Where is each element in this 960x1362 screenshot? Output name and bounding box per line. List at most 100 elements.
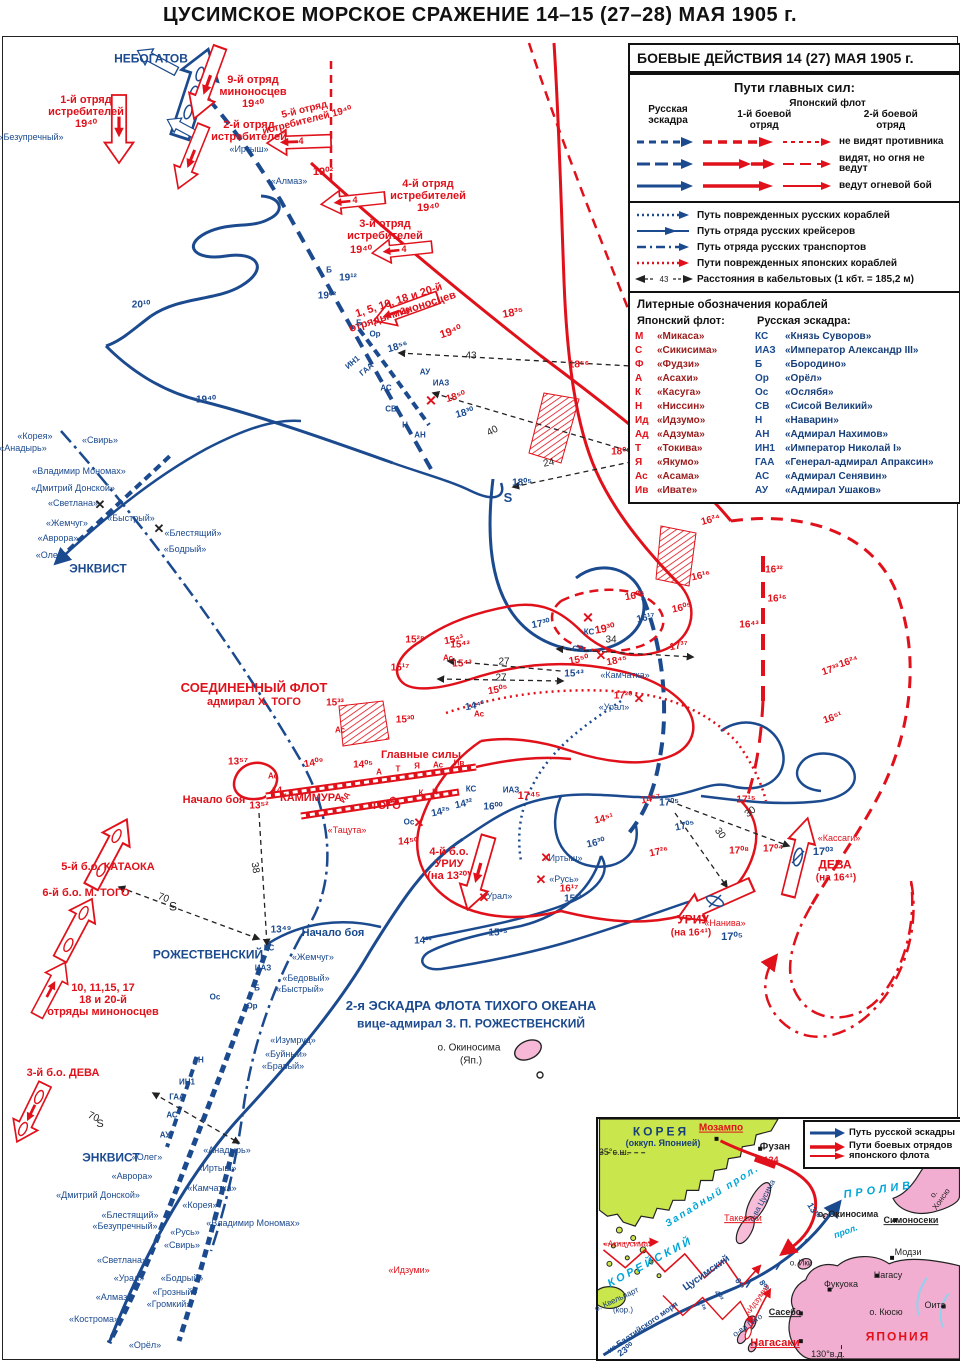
ship-name: «Адмирал Сенявин» xyxy=(785,471,888,482)
ship-letter: К xyxy=(635,387,642,398)
legend-panel: БОЕВЫЕ ДЕЙСТВИЯ 14 (27) МАЯ 1905 г. Пути… xyxy=(628,43,960,504)
ship-name: «Князь Суворов» xyxy=(785,331,872,342)
ship-letter: А xyxy=(635,373,643,384)
page-title: ЦУСИМСКОЕ МОРСКОЕ СРАЖЕНИЕ 14–15 (27–28)… xyxy=(162,4,798,26)
legend-extra-row: Путь поврежденных русских кораблей xyxy=(635,207,954,223)
legend-title: БОЕВЫЕ ДЕЙСТВИЯ 14 (27) МАЯ 1905 г. xyxy=(630,45,959,73)
distance-sample-icon: 43 xyxy=(635,274,697,284)
ship-legend-row: Ос «Ослябя» xyxy=(755,386,954,400)
ship-letter: Т xyxy=(635,443,642,454)
ship-letter: Н xyxy=(755,415,763,426)
ship-name: «Император Александр III» xyxy=(785,345,919,356)
ship-name: «Бородино» xyxy=(785,359,847,370)
russian-squadron-column: Русская эскадра: КС «Князь Суворов» ИАЗ«Им… xyxy=(755,313,954,498)
japanese1-solid-arrow-icon xyxy=(701,158,781,170)
legend-extra-row: 43 Расстояния в кабельтовых (1 кбт. = 18… xyxy=(635,271,954,287)
japanese-fleet-heading: Японский флот: xyxy=(637,315,725,327)
russian-solid-arrow-icon xyxy=(635,180,701,192)
japanese2-solid-arrow-icon xyxy=(781,180,839,192)
red-dotted-arrow-icon xyxy=(635,258,697,268)
ship-name: «Касуга» xyxy=(657,387,701,398)
russian-squadron-heading: Русская эскадра: xyxy=(757,315,851,327)
ship-name: «Адзума» xyxy=(657,429,705,440)
inset-legend: Путь русской эскадры Пути боевых отрядов… xyxy=(803,1120,960,1169)
ship-legend-row: Ив«Ивате» xyxy=(635,484,755,498)
ship-name: «Токива» xyxy=(657,443,703,454)
legend-extra-label: Путь отряда русских крейсеров xyxy=(697,225,856,237)
ship-letter: АС xyxy=(755,471,770,482)
ship-legend-row: АС «Адмирал Сенявин» xyxy=(755,470,954,484)
legend-extra-label: Путь отряда русских транспортов xyxy=(697,241,867,253)
ship-name: «Сисой Великий» xyxy=(785,401,873,412)
ship-letter: АН xyxy=(755,429,770,440)
ship-name: «Идзумо» xyxy=(657,415,706,426)
battle-tracks xyxy=(3,41,915,1345)
legend-extra-row: Пути поврежденных японских кораблей xyxy=(635,255,954,271)
legend-extra-label: Путь поврежденных русских кораблей xyxy=(697,209,890,221)
ship-letter: С xyxy=(635,345,643,356)
japanese2-longdash-arrow-icon xyxy=(781,158,839,170)
legend-extra-label: Пути поврежденных японских кораблей xyxy=(697,257,898,269)
ship-legend-row: М «Микаса» xyxy=(635,330,755,344)
ship-legend-row: С«Сикисима» xyxy=(635,344,755,358)
ship-name: «Асама» xyxy=(657,471,700,482)
legend-row-label: видят, но огня не ведут xyxy=(839,152,925,174)
ship-letter: Н xyxy=(635,401,643,412)
ship-letter: Б xyxy=(755,359,763,370)
japanese1-solid-thick-arrow-icon xyxy=(701,180,781,192)
ship-name: «Ослябя» xyxy=(785,387,834,398)
inset-legend-label: Пути боевых отрядов японского флота xyxy=(849,1140,953,1162)
japan-landmass xyxy=(735,1137,960,1359)
ship-name: «Асахи» xyxy=(657,373,699,384)
ship-legend-row: Ид «Идзумо» xyxy=(635,414,755,428)
ship-name: «Наварин» xyxy=(785,415,839,426)
ship-legend-row: АН «Адмирал Нахимов» xyxy=(755,428,954,442)
inset-routes xyxy=(599,1139,842,1359)
rivers xyxy=(916,1277,950,1328)
russian-tracks xyxy=(53,84,856,1344)
ship-legend-row: А «Асахи» xyxy=(635,372,755,386)
legend-row-sighted: видят, но огня не ведут xyxy=(635,153,954,175)
legend-row-label: не видят противника xyxy=(839,135,944,147)
ship-legend-row: ГАА«Генерал-адмирал Апраксин» xyxy=(755,456,954,470)
ship-legend-row: ИАЗ«Император Александр III» xyxy=(755,344,954,358)
ship-name: «Адмирал Нахимов» xyxy=(785,429,889,440)
ship-legend-row: К «Касуга» xyxy=(635,386,755,400)
distance-sample-value: 43 xyxy=(660,275,669,284)
blue-dotted-arrow-icon xyxy=(635,210,697,220)
ship-legend-row: Ас«Асама» xyxy=(635,470,755,484)
inset-legend-row: Пути боевых отрядов японского флота xyxy=(809,1140,960,1162)
ship-letter: КС xyxy=(755,331,769,342)
ship-letter: Ад xyxy=(635,429,649,440)
ship-legend-row: Т «Токива» xyxy=(635,442,755,456)
ship-name: «Фудзи» xyxy=(657,359,700,370)
inset-map-graphic xyxy=(598,1119,960,1359)
russian-dashed-arrow-icon xyxy=(635,136,701,148)
legend-row-firing: ведут огневой бой xyxy=(635,175,954,197)
ship-letter: СВ xyxy=(755,401,770,412)
legend-letters: Литерные обозначения кораблей Японский ф… xyxy=(630,291,959,502)
ship-name: «Микаса» xyxy=(657,331,705,342)
ship-letter: Ос xyxy=(755,387,769,398)
legend-main-forces: Пути главных сил: Русская эскадра Японск… xyxy=(630,73,959,201)
ship-letter: Ор xyxy=(755,373,769,384)
japanese1-dashed-arrow-icon xyxy=(701,136,781,148)
legend-extra-label: Расстояния в кабельтовых (1 кбт. = 185,2… xyxy=(697,273,914,285)
city-dots xyxy=(714,1136,946,1344)
ship-letter: ИН1 xyxy=(755,443,775,454)
russian-longdash-arrow-icon xyxy=(635,158,701,170)
legend-col-russian: Русская эскадра xyxy=(648,104,688,126)
ship-legend-row: Ор«Орёл» xyxy=(755,372,954,386)
ship-legend-row: СВ «Сисой Великий» xyxy=(755,400,954,414)
ship-letter: М xyxy=(635,331,644,342)
legend-col-jap2: 2-й боевой отряд xyxy=(863,109,918,131)
legend-col-jap1: 1-й боевой отряд xyxy=(737,109,792,131)
blue-route-arrow-icon xyxy=(809,1127,849,1139)
ship-letter: Ид xyxy=(635,415,649,426)
ship-letter: Я xyxy=(635,457,643,468)
inset-legend-row: Путь русской эскадры xyxy=(809,1127,960,1139)
japanese-fleet-column: Японский флот: М«Микаса»С«Сикисима»Ф«Фуд… xyxy=(635,313,755,498)
ship-name: «Генерал-адмирал Апраксин» xyxy=(785,457,934,468)
okinoshima-island xyxy=(514,1039,544,1079)
